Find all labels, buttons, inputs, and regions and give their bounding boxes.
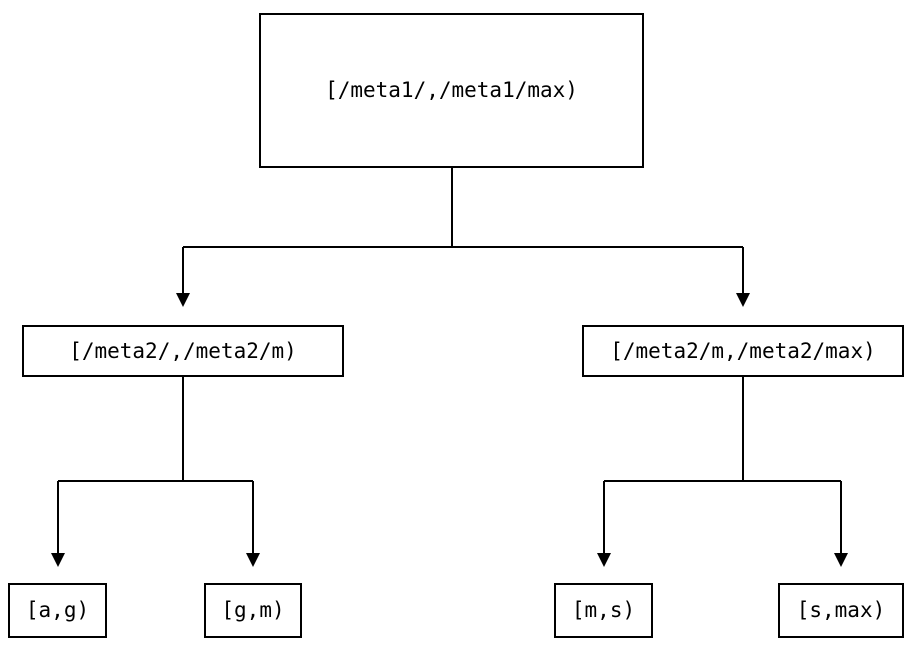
node-leaf-gm: [g,m) (204, 583, 302, 638)
arrowhead-down-icon (246, 553, 260, 567)
arrowhead-down-icon (51, 553, 65, 567)
node-leaf-smax-label: [s,max) (796, 598, 886, 622)
arrowhead-down-icon (176, 293, 190, 307)
node-leaf-gm-label: [g,m) (221, 598, 285, 622)
node-level2-right: [/meta2/m,/meta2/max) (582, 325, 904, 377)
arrowhead-down-icon (597, 553, 611, 567)
edge-left-to-leaf-1 (51, 481, 65, 567)
node-level2-left-label: [/meta2/,/meta2/m) (69, 338, 297, 363)
node-root-label: [/meta1/,/meta1/max) (325, 78, 578, 102)
arrowhead-down-icon (834, 553, 848, 567)
edge-right-to-leaf-3 (597, 481, 611, 567)
node-leaf-ag-label: [a,g) (25, 598, 90, 622)
node-leaf-ms-label: [m,s) (571, 598, 636, 622)
node-leaf-smax: [s,max) (778, 583, 904, 638)
edge-left-to-leaf-2 (246, 481, 260, 567)
node-level2-right-label: [/meta2/m,/meta2/max) (610, 338, 876, 363)
node-level2-left: [/meta2/,/meta2/m) (22, 325, 344, 377)
edge-root-to-left-child (176, 247, 190, 307)
edge-right-to-leaf-4 (834, 481, 848, 567)
node-leaf-ag: [a,g) (8, 583, 107, 638)
edge-root-to-right-child (736, 247, 750, 307)
arrowhead-down-icon (736, 293, 750, 307)
node-leaf-ms: [m,s) (554, 583, 653, 638)
node-root: [/meta1/,/meta1/max) (259, 13, 644, 168)
